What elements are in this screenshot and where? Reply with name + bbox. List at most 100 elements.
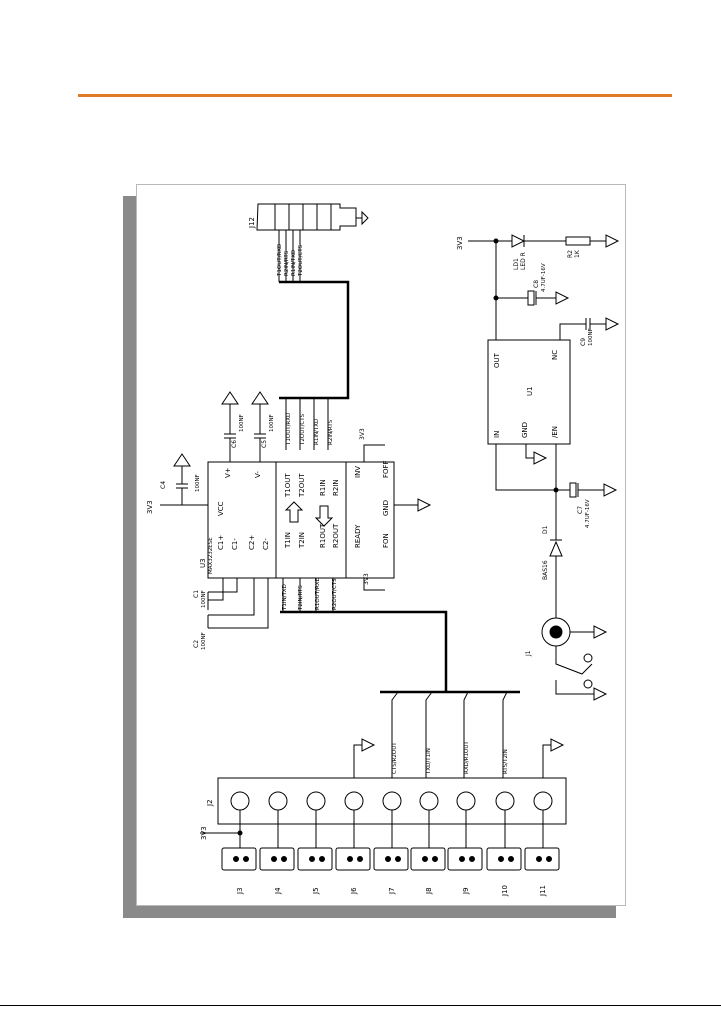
u1-pin-en: /EN bbox=[551, 426, 559, 438]
j12-net-2: R2IN/RTS bbox=[284, 250, 290, 276]
j3-ref: J3 bbox=[236, 887, 244, 895]
u1-pin-in: IN bbox=[493, 431, 501, 438]
power-wiring bbox=[468, 234, 620, 701]
jumper-j7 bbox=[373, 810, 409, 871]
u3-fon-3v3: 3V3 bbox=[363, 573, 370, 585]
c2-ref: C2 bbox=[193, 640, 200, 648]
jumper-j6 bbox=[335, 810, 371, 871]
hdr-net-rxd: RXD/R1OUT bbox=[464, 741, 470, 774]
u3-arrow-tx-icon bbox=[284, 501, 304, 523]
u3-misc-wires bbox=[363, 444, 432, 591]
ld1-value: LED R bbox=[520, 252, 527, 270]
c5-value: 100NF bbox=[269, 414, 275, 432]
u3-pin-c1p: C1+ bbox=[217, 535, 225, 550]
bottom-rule bbox=[0, 1005, 721, 1006]
u3-net-r1in: R1IN/TXD bbox=[314, 419, 320, 445]
u3-pin-ready: READY bbox=[354, 524, 362, 548]
u3-net-t2out: T2OUT/CTS bbox=[300, 413, 306, 446]
r2-value: 1K bbox=[574, 249, 581, 258]
u3-pin-vminus: V- bbox=[254, 471, 262, 478]
j2-ground-taps bbox=[353, 738, 565, 785]
u3-pin-r1out: R1OUT bbox=[319, 523, 327, 548]
u3-3v3-net: 3V3 bbox=[146, 500, 154, 514]
hdr-net-cts: CTS/R2OUT bbox=[392, 742, 398, 774]
ground-icon bbox=[605, 234, 620, 248]
u3-inv-3v3: 3V3 bbox=[359, 428, 366, 440]
ground-icon bbox=[221, 391, 239, 405]
j12-ref: J12 bbox=[248, 217, 256, 229]
c2-value: 100NF bbox=[201, 632, 207, 650]
jumper-j3 bbox=[221, 833, 257, 871]
hdr-net-rts: RTS/T2IN bbox=[503, 749, 509, 774]
jumper-j4 bbox=[259, 810, 295, 871]
ground-icon bbox=[533, 451, 548, 465]
c7-value: 4.7UF-16V bbox=[585, 499, 591, 528]
c9-ref: C9 bbox=[580, 338, 587, 346]
u3-top-caps bbox=[221, 391, 269, 462]
jumper-j10 bbox=[486, 810, 522, 871]
u3-pin-c2p: C2+ bbox=[248, 535, 256, 550]
jumper-j8 bbox=[410, 810, 446, 871]
u3-net-t2in: T2IN/RTS bbox=[298, 585, 304, 611]
u1-ref: U1 bbox=[526, 386, 534, 396]
c6-value: 100NF bbox=[239, 414, 245, 432]
u3-ref: U3 bbox=[199, 558, 207, 568]
u3-net-r2in: R2IN/RTS bbox=[328, 419, 334, 445]
r2-ref: R2 bbox=[567, 250, 574, 258]
u3-pin-vplus: V+ bbox=[224, 467, 232, 478]
u3-pin-inv: INV bbox=[354, 466, 362, 478]
u3-pin-r2in: R2IN bbox=[332, 479, 340, 496]
u3-pin-t2in: T2IN bbox=[298, 532, 306, 549]
u3-chip bbox=[207, 461, 395, 579]
pump-caps bbox=[207, 578, 269, 629]
ground-icon bbox=[605, 317, 620, 331]
jumper-j11 bbox=[524, 810, 560, 871]
u1-pin-gnd: GND bbox=[521, 422, 529, 438]
header-bus-taps bbox=[391, 691, 508, 785]
c8-value: 4.7UF-16V bbox=[541, 263, 547, 292]
j12-net-1: T1OUT/RXD bbox=[277, 244, 283, 277]
ground-icon bbox=[361, 738, 376, 752]
psu-3v3-net: 3V3 bbox=[456, 236, 464, 250]
j6-ref: J6 bbox=[350, 887, 358, 895]
j5-ref: J5 bbox=[312, 887, 320, 895]
ground-icon bbox=[593, 687, 608, 701]
j10-ref: J10 bbox=[501, 885, 509, 897]
j4-ref: J4 bbox=[274, 887, 282, 895]
c4-network bbox=[160, 453, 208, 506]
ground-icon bbox=[603, 483, 618, 497]
jumper-j9 bbox=[447, 810, 483, 871]
u3-pin-c1m: C1- bbox=[231, 538, 239, 550]
d1-value: BAS16 bbox=[542, 560, 549, 580]
hdr-net-txd: TXD/T1IN bbox=[426, 748, 432, 775]
u3-pin-t1out: T1OUT bbox=[284, 473, 292, 498]
c6-ref: C6 bbox=[231, 440, 238, 448]
c5-ref: C5 bbox=[261, 440, 268, 448]
u1-pin-nc: NC bbox=[551, 350, 559, 360]
u3-arrow-rx-icon bbox=[314, 505, 334, 527]
j7-ref: J7 bbox=[388, 887, 396, 895]
u3-pin-vcc: VCC bbox=[217, 501, 225, 516]
u3-pin-t1in: T1IN bbox=[284, 532, 292, 549]
j11-ref: J11 bbox=[539, 885, 547, 897]
c1-value: 100NF bbox=[201, 590, 207, 608]
j12-net-4: T2OUT/CTS bbox=[298, 244, 304, 277]
c4-ref: C4 bbox=[160, 481, 167, 489]
j9-ref: J9 bbox=[462, 887, 470, 895]
c4-value: 100NF bbox=[195, 474, 201, 492]
jumper-j5 bbox=[297, 810, 333, 871]
c9-value: 100NF bbox=[588, 328, 594, 346]
u3-bottom-leads bbox=[282, 578, 334, 612]
ground-icon bbox=[593, 625, 608, 639]
ground-icon bbox=[251, 391, 269, 405]
u1-regulator bbox=[487, 339, 571, 445]
u1-pin-out: OUT bbox=[493, 352, 501, 368]
u3-pin-fon: FON bbox=[382, 533, 390, 548]
c1-ref: C1 bbox=[193, 590, 200, 598]
u3-pin-r2out: R2OUT bbox=[332, 523, 340, 548]
j12-connector bbox=[256, 203, 369, 231]
u3-pin-gnd: GND bbox=[382, 500, 390, 516]
u3-j2-bus bbox=[280, 610, 448, 692]
u3-net-r1out: R1OUT/RXD bbox=[315, 577, 321, 610]
